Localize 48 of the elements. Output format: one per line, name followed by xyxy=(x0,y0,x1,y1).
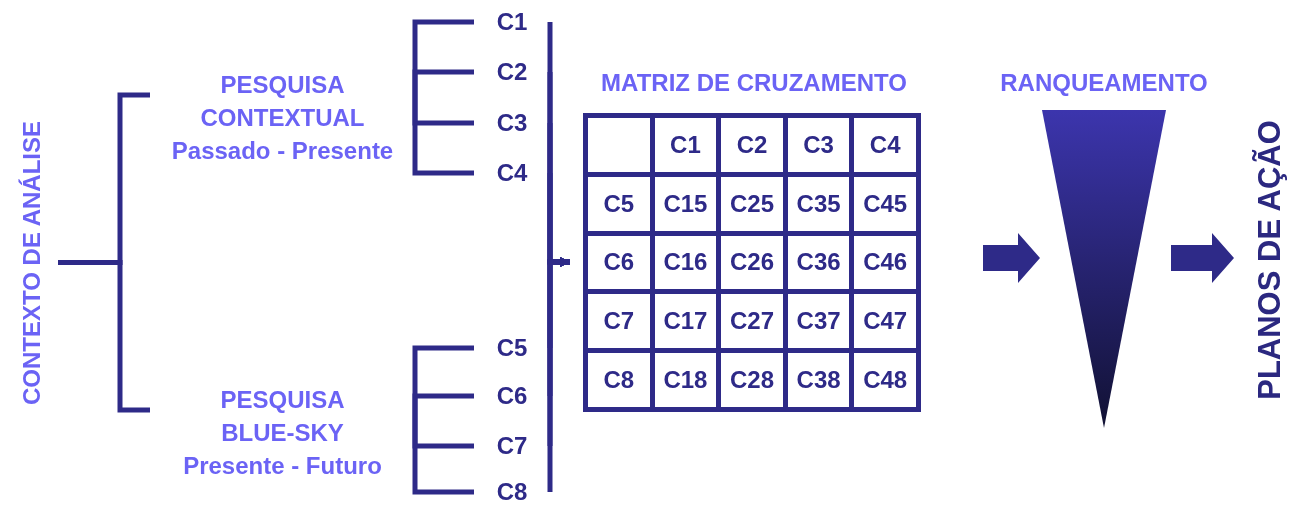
matrix-cell: C8 xyxy=(588,353,650,407)
matrix-cell: C25 xyxy=(721,176,783,231)
matrix-cell: C2 xyxy=(721,118,783,172)
criterion-label: C3 xyxy=(474,109,550,137)
criterion-label: C6 xyxy=(474,382,550,410)
matrix-cell: C17 xyxy=(654,294,717,349)
branch-heading: PESQUISA CONTEXTUAL xyxy=(199,70,366,133)
vertical-title: PLANOS DE AÇÃO xyxy=(1252,120,1288,400)
matrix-cell: C1 xyxy=(654,118,717,172)
vertical-title: CONTEXTO DE ANÁLISE xyxy=(17,120,46,405)
bracket-line xyxy=(58,260,150,413)
matrix-cell: C45 xyxy=(854,176,916,231)
branch-subtitle: Passado - Presente xyxy=(170,136,395,166)
bracket-line xyxy=(412,434,474,495)
matrix-cell: C48 xyxy=(854,353,916,407)
bracket-line xyxy=(412,69,474,119)
stage-heading: RANQUEAMENTO xyxy=(999,68,1209,98)
matrix-cell: C27 xyxy=(721,294,783,349)
matrix-cell: C4 xyxy=(854,118,916,172)
block-arrow xyxy=(1171,233,1234,283)
matrix-cell: C18 xyxy=(654,353,717,407)
matrix-cell: C16 xyxy=(654,235,717,290)
matrix-cell: C47 xyxy=(854,294,916,349)
bracket-line xyxy=(412,393,474,434)
criterion-label: C7 xyxy=(474,432,550,460)
criterion-label: C4 xyxy=(474,159,550,187)
matrix-cell: C38 xyxy=(787,353,850,407)
matrix-cell: C35 xyxy=(787,176,850,231)
criterion-label: C8 xyxy=(474,478,550,506)
block-arrow xyxy=(983,233,1040,283)
matrix-cell: C15 xyxy=(654,176,717,231)
matrix-cell: C3 xyxy=(787,118,850,172)
criterion-label: C2 xyxy=(474,58,550,86)
matrix-cell: C28 xyxy=(721,353,783,407)
criterion-label: C5 xyxy=(474,334,550,362)
matrix-cell: C5 xyxy=(588,176,650,231)
matrix-heading: MATRIZ DE CRUZAMENTO xyxy=(600,68,908,98)
branch-heading: PESQUISA BLUE-SKY xyxy=(219,385,346,448)
criterion-label: C1 xyxy=(474,8,550,36)
matrix-cell: C37 xyxy=(787,294,850,349)
matrix-cell: C6 xyxy=(588,235,650,290)
matrix-cell: C46 xyxy=(854,235,916,290)
matrix-cell: C36 xyxy=(787,235,850,290)
branch-subtitle: Presente - Futuro xyxy=(182,451,383,481)
bracket-line xyxy=(412,119,474,176)
bracket-arrow xyxy=(547,257,570,492)
matrix-cell: C26 xyxy=(721,235,783,290)
matrix-cell: C7 xyxy=(588,294,650,349)
